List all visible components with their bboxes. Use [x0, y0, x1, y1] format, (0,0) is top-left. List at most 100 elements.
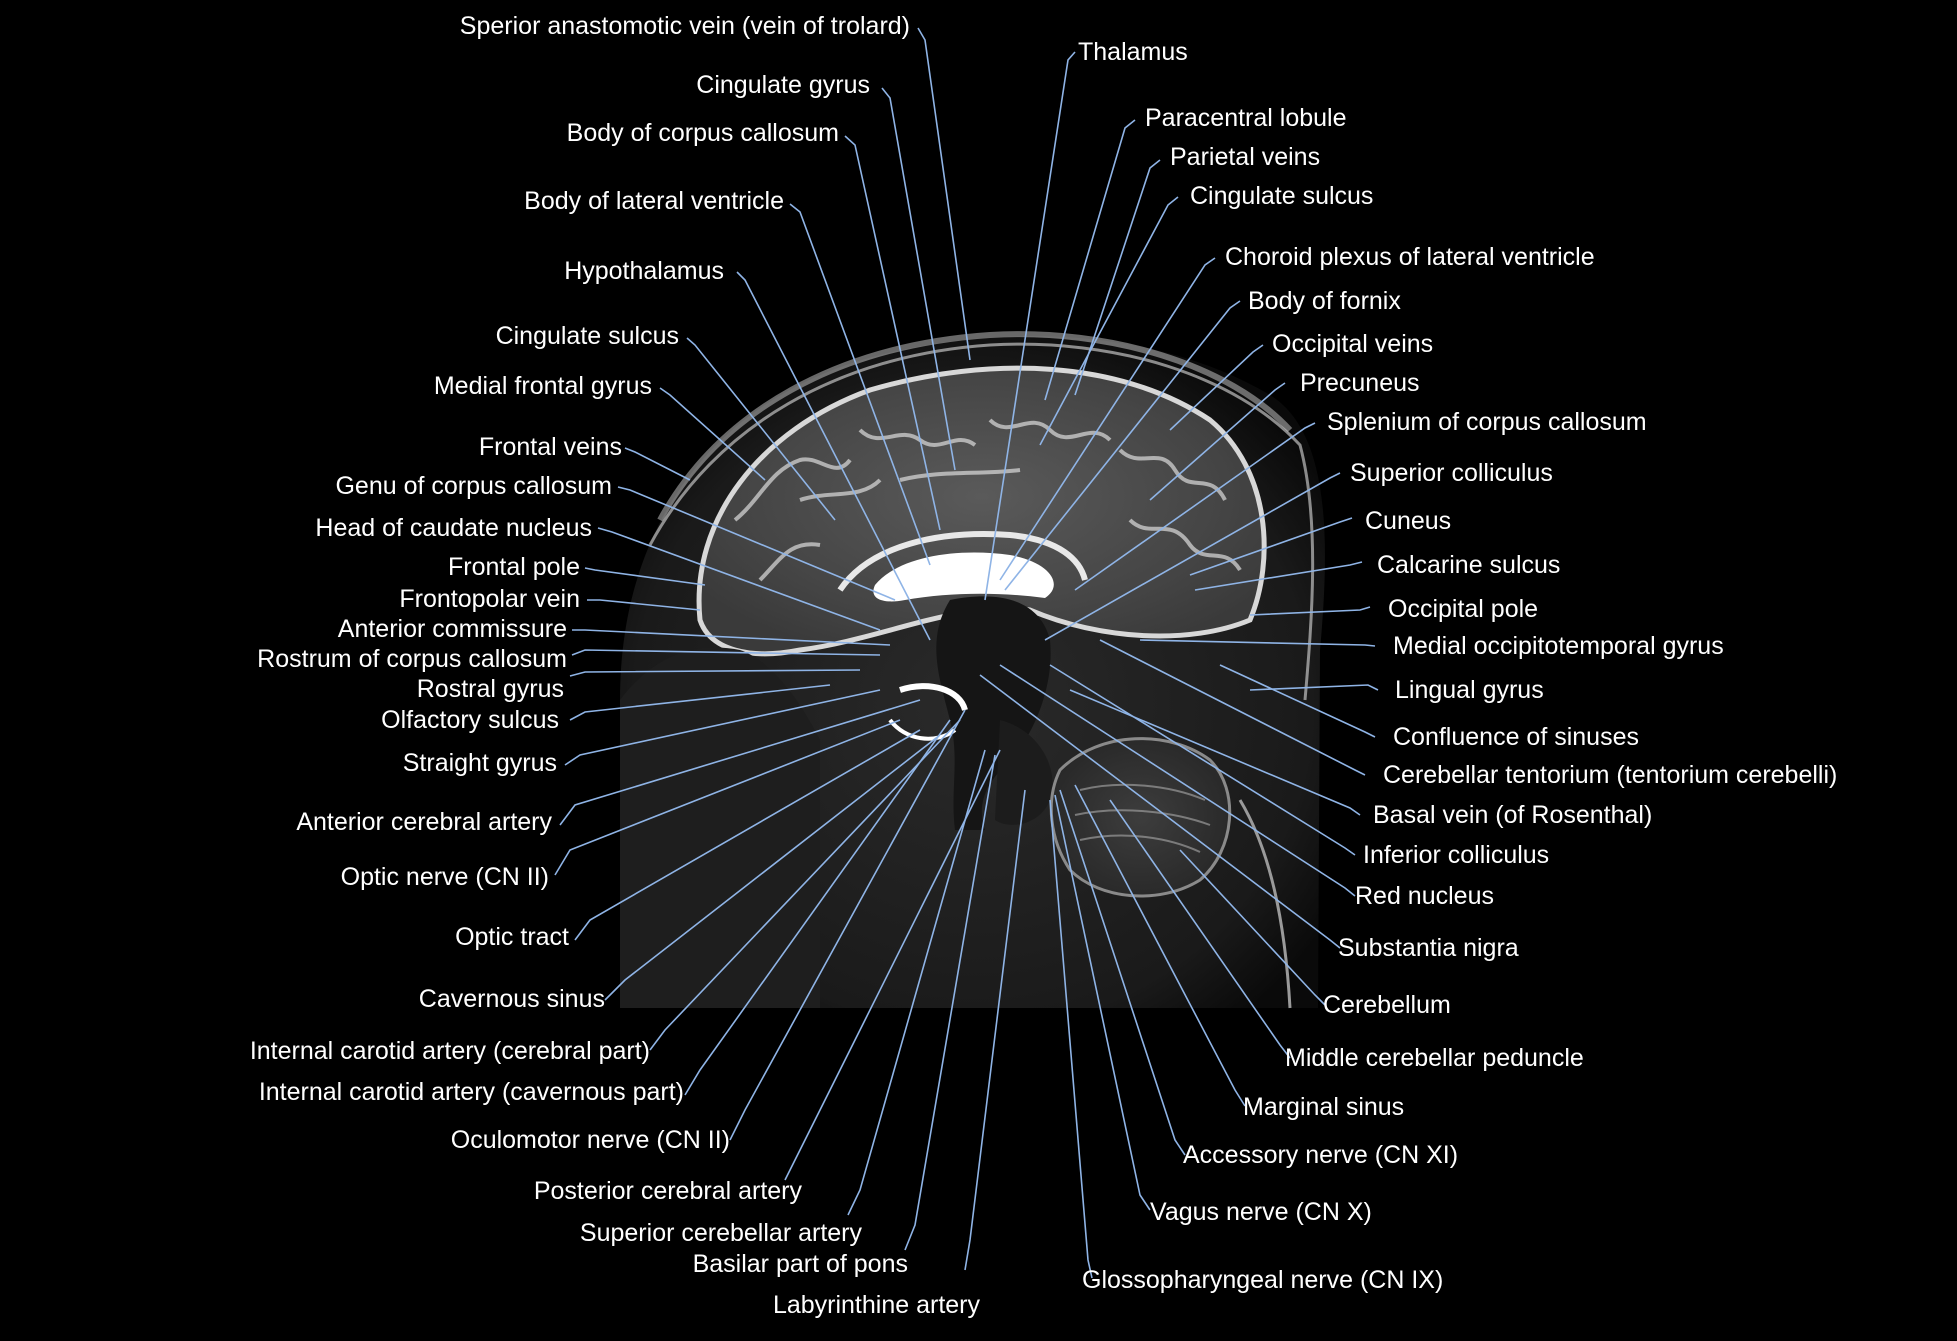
leader-line [684, 719, 951, 1096]
label-internal-carotid-cavernous: Internal carotid artery (cavernous part) [258, 1078, 684, 1106]
label-rostral-gyrus: Rostral gyrus [416, 675, 564, 703]
leader-line [917, 27, 971, 361]
label-confluence-of-sinuses: Confluence of sinuses [1393, 723, 1639, 751]
cerebrum [696, 365, 1267, 830]
label-middle-cerebellar-peduncle: Middle cerebellar peduncle [1285, 1044, 1584, 1072]
leader-line [1189, 517, 1353, 576]
leader-line [1004, 300, 1241, 591]
label-frontal-veins: Frontal veins [478, 433, 622, 461]
label-body-of-corpus-callosum: Body of corpus callosum [566, 119, 839, 147]
label-cuneus: Cuneus [1365, 507, 1452, 535]
leader-line [736, 271, 931, 641]
leader-line [659, 387, 766, 481]
label-hypothalamus: Hypothalamus [564, 257, 724, 285]
leader-line [569, 669, 861, 677]
leader-line [1179, 849, 1326, 1006]
leader-line [1069, 689, 1361, 816]
label-inferior-colliculus: Inferior colliculus [1363, 841, 1550, 869]
label-posterior-cerebral-artery: Posterior cerebral artery [533, 1177, 802, 1205]
leader-line [554, 719, 901, 876]
label-vagus-nerve: Vagus nerve (CN X) [1150, 1198, 1372, 1226]
leader-line [571, 649, 881, 656]
leader-line [604, 734, 941, 1001]
leader-line [844, 135, 941, 531]
label-optic-nerve: Optic nerve (CN II) [340, 863, 549, 891]
label-choroid-plexus: Choroid plexus of lateral ventricle [1225, 243, 1595, 271]
label-medial-occipitotemporal-gyrus: Medial occipitotemporal gyrus [1393, 632, 1724, 660]
label-rostrum-of-corpus-callosum: Rostrum of corpus callosum [257, 645, 567, 673]
leader-line [569, 684, 831, 721]
label-cingulate-gyrus: Cingulate gyrus [696, 71, 870, 99]
label-calcarine-sulcus: Calcarine sulcus [1377, 551, 1561, 579]
label-optic-tract: Optic tract [455, 923, 569, 951]
leader-line [904, 754, 996, 1251]
leader-line [1044, 119, 1136, 401]
label-substantia-nigra: Substantia nigra [1338, 934, 1519, 962]
label-body-of-fornix: Body of fornix [1248, 287, 1401, 315]
leader-line [686, 337, 836, 521]
label-frontopolar-vein: Frontopolar vein [399, 585, 580, 613]
label-superior-anastomotic-vein: Sperior anastomotic vein (vein of trolar… [459, 12, 910, 40]
leader-line [1049, 664, 1356, 856]
label-cingulate-sulcus-left: Cingulate sulcus [495, 322, 679, 350]
cerebellum [1049, 737, 1232, 898]
leader-line [1149, 382, 1286, 501]
label-cingulate-sulcus-right: Cingulate sulcus [1190, 182, 1374, 210]
leader-line [784, 749, 1001, 1181]
leader-line [979, 674, 1341, 949]
label-oculomotor-nerve: Oculomotor nerve (CN II) [450, 1126, 730, 1154]
label-medial-frontal-gyrus: Medial frontal gyrus [433, 372, 652, 400]
label-olfactory-sulcus: Olfactory sulcus [381, 706, 559, 734]
leader-line [1074, 784, 1246, 1107]
leader-line [1049, 799, 1093, 1279]
label-cavernous-sinus: Cavernous sinus [418, 985, 605, 1013]
label-cerebellar-tentorium: Cerebellar tentorium (tentorium cerebell… [1383, 761, 1838, 789]
leader-line [1074, 422, 1316, 591]
leader-line [574, 729, 921, 941]
label-anterior-commissure: Anterior commissure [337, 615, 567, 643]
label-straight-gyrus: Straight gyrus [402, 749, 557, 777]
leader-line [572, 629, 891, 646]
leader-line [729, 709, 966, 1141]
label-genu-of-corpus-callosum: Genu of corpus callosum [335, 472, 612, 500]
label-precuneus: Precuneus [1300, 369, 1420, 397]
leader-line [564, 689, 881, 766]
label-cerebellum: Cerebellum [1323, 991, 1451, 1019]
leader-line [587, 599, 701, 611]
leader-line [584, 567, 706, 586]
leader-line [847, 749, 986, 1216]
leader-line [1139, 639, 1376, 647]
leader-line [964, 789, 1026, 1271]
leader-line [1074, 159, 1161, 396]
leader-line [617, 486, 896, 601]
label-anterior-cerebral-artery: Anterior cerebral artery [296, 808, 552, 836]
leader-line [1099, 639, 1366, 776]
leader-line [789, 203, 931, 566]
leader-line [881, 87, 956, 471]
label-accessory-nerve: Accessory nerve (CN XI) [1183, 1141, 1459, 1169]
label-frontal-pole: Frontal pole [447, 553, 580, 581]
label-glossopharyngeal-nerve: Glossopharyngeal nerve (CN IX) [1082, 1266, 1444, 1294]
skull-base [620, 647, 1292, 1009]
leader-line [1039, 196, 1179, 446]
label-thalamus: Thalamus [1078, 38, 1188, 66]
label-red-nucleus: Red nucleus [1355, 882, 1494, 910]
label-superior-cerebellar-artery: Superior cerebellar artery [579, 1219, 862, 1247]
label-basilar-part-of-pons: Basilar part of pons [692, 1250, 908, 1278]
leader-line [1249, 606, 1371, 616]
leader-line [1054, 794, 1151, 1211]
leader-line [1169, 344, 1264, 431]
leader-line [999, 257, 1216, 581]
leader-line [559, 699, 921, 826]
label-lingual-gyrus: Lingual gyrus [1395, 676, 1544, 704]
leader-lines [554, 27, 1379, 1279]
label-occipital-veins: Occipital veins [1272, 330, 1434, 358]
leader-line [999, 664, 1356, 897]
leader-line [1194, 561, 1363, 591]
leader-line [624, 447, 691, 481]
label-head-of-caudate-nucleus: Head of caudate nucleus [315, 514, 592, 542]
label-internal-carotid-cerebral: Internal carotid artery (cerebral part) [249, 1037, 650, 1065]
leader-line [649, 719, 961, 1051]
